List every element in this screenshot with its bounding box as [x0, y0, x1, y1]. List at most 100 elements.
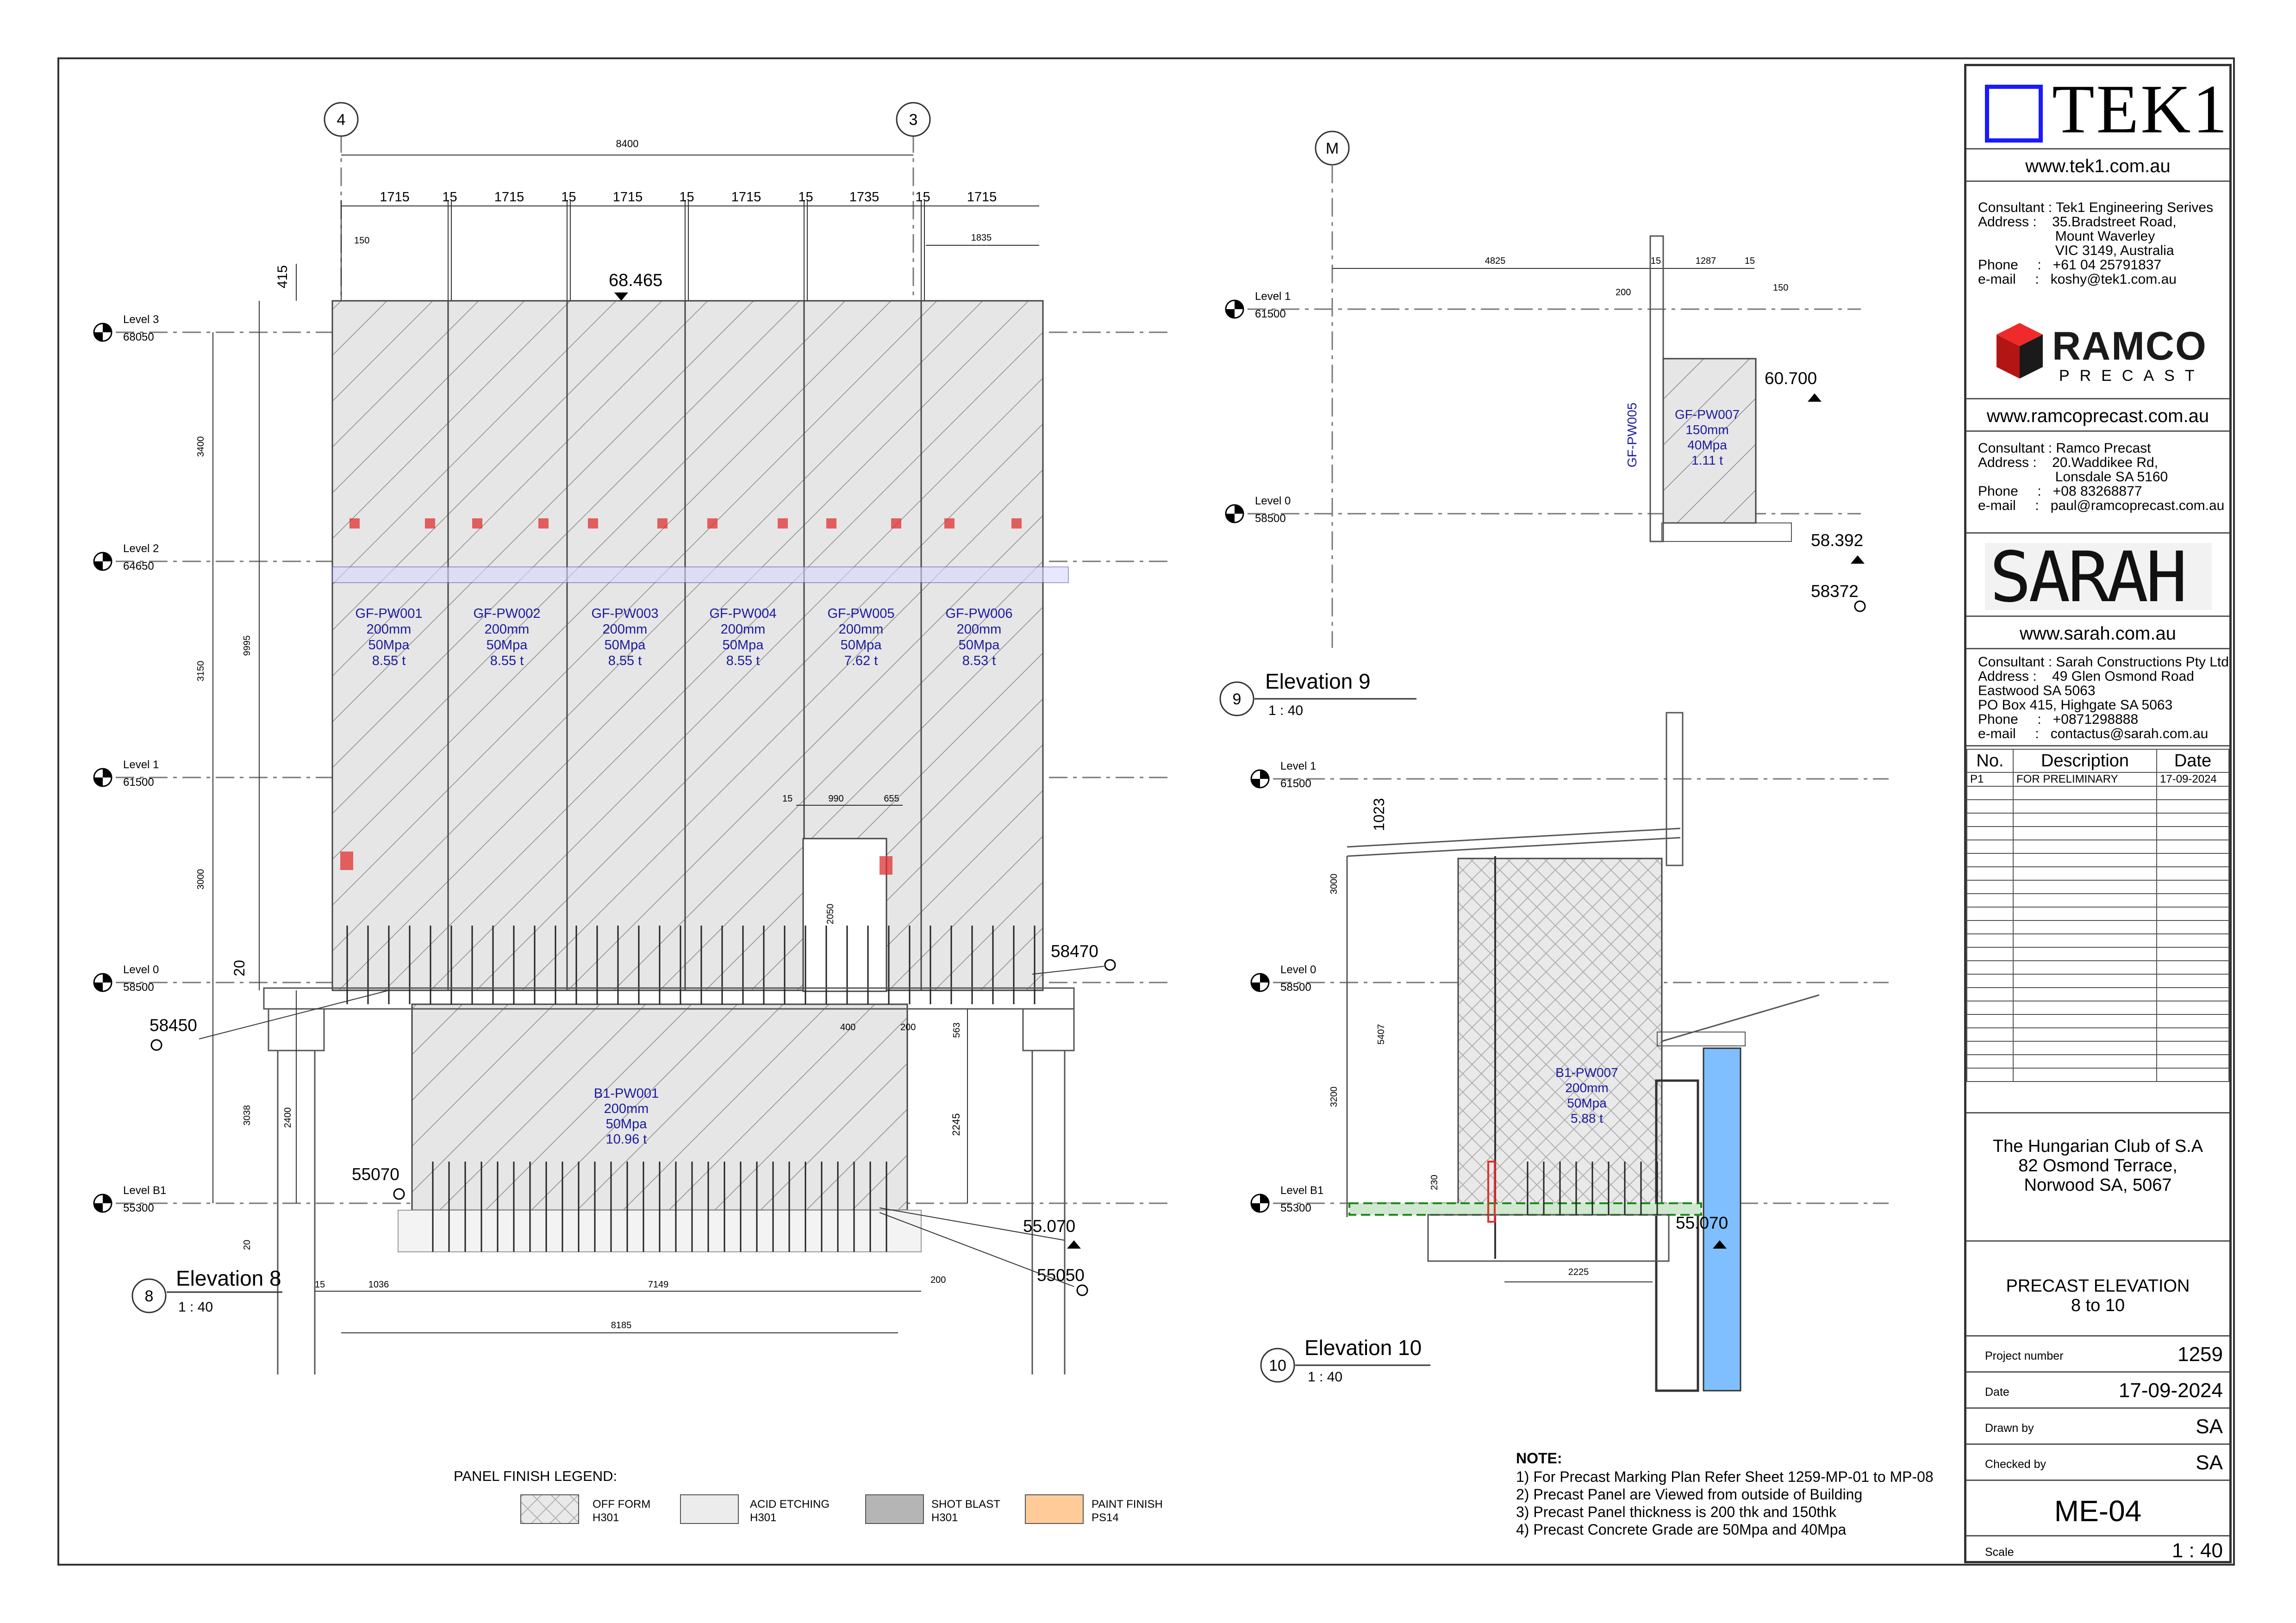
notes: NOTE: 1) For Precast Marking Plan Refer … — [1516, 1450, 1934, 1538]
table-row: P1 FOR PRELIMINARY 17-09-2024 — [1966, 772, 2229, 787]
level-rl: 61500 — [123, 776, 154, 789]
bdim-15: 15 — [315, 1280, 325, 1290]
dim-1835: 1835 — [971, 233, 992, 243]
level-rl: 58500 — [1255, 512, 1286, 525]
tek1-line-0: Consultant : Tek1 Engineering Serives — [1978, 200, 2214, 215]
dim-panel-width: 15 — [679, 190, 694, 205]
b1-panel-weight: 10.96 t — [606, 1132, 647, 1147]
level-rl: 61500 — [1280, 777, 1311, 790]
project-number-row: Project number 1259 — [1966, 1337, 2229, 1373]
e10-dim-230: 230 — [1429, 1175, 1440, 1190]
grid-label-3: 3 — [909, 111, 918, 129]
legend-swatch-paint-finish — [1025, 1494, 1084, 1524]
e9-dim-4825: 4825 — [1485, 256, 1506, 266]
dim-panel-width: 15 — [442, 190, 457, 205]
panel-label-grade: 50Mpa — [605, 638, 646, 653]
view-bubble-8 — [131, 1278, 167, 1313]
tek1-url: www.tek1.com.au — [2025, 156, 2171, 176]
tek1-line-5: e-mail : koshy@tek1.com.au — [1978, 272, 2177, 287]
drawn-value: SA — [2196, 1415, 2223, 1438]
dim-opening-990: 990 — [828, 794, 843, 804]
project-line-0: The Hungarian Club of S.A — [1992, 1137, 2203, 1156]
project-number-label: Project number — [1985, 1349, 2064, 1362]
tek1-line-1: Address : 35.Bradstreet Road, — [1978, 214, 2177, 230]
level-rl: 58500 — [123, 981, 154, 994]
panel-label-thk: 200mm — [485, 622, 530, 637]
rev-header-no: No. — [1966, 749, 2014, 773]
panel-label-thk: 200mm — [367, 622, 412, 637]
view-number-10: 10 — [1269, 1357, 1286, 1374]
panel-label-id: GF-PW004 — [709, 606, 776, 621]
level-rl: 55300 — [1280, 1202, 1311, 1214]
vdim-2400: 2400 — [283, 1107, 293, 1128]
ramco-line-4: e-mail : paul@ramcoprecast.com.au — [1978, 498, 2225, 513]
tek1-line-4: Phone : +61 04 25791837 — [1978, 257, 2162, 273]
e10-panel-grade: 50Mpa — [1567, 1096, 1607, 1110]
ramco-line-0: Consultant : Ramco Precast — [1978, 441, 2151, 456]
existing-wall — [1703, 1047, 1741, 1392]
panel-label-id: GF-PW003 — [591, 606, 658, 621]
elevation-9-title: Elevation 9 — [1265, 669, 1371, 693]
legend-code-0: H301 — [593, 1511, 619, 1524]
grid-bubble-3 — [896, 102, 931, 137]
note-3: 3) Precast Panel thickness is 200 thk an… — [1516, 1504, 1837, 1520]
title-block: TEK1 www.tek1.com.au Consultant : Tek1 E… — [1964, 64, 2232, 1563]
level-rl: 61500 — [1255, 308, 1286, 320]
drawing-title-0: PRECAST ELEVATION — [2006, 1276, 2190, 1296]
legend-label-3: PAINT FINISH — [1092, 1498, 1163, 1511]
sarah-consultant: Consultant : Sarah Constructions Pty Ltd… — [1966, 649, 2229, 746]
door-opening — [802, 838, 887, 992]
scale-label: Scale — [1985, 1546, 2014, 1559]
e9-side-label: GF-PW005 — [1625, 403, 1639, 467]
dim-opening-15: 15 — [782, 794, 792, 804]
dim-panel-width: 15 — [798, 190, 813, 205]
spot-58470: 58470 — [1051, 942, 1098, 961]
panel-b1-pw007 — [1457, 858, 1663, 1216]
ramco-consultant: Consultant : Ramco Precast Address : 20.… — [1966, 432, 2229, 534]
project-number: 1259 — [2177, 1343, 2223, 1366]
e9-dim-15b: 15 — [1745, 256, 1755, 266]
e10-panel-thk: 200mm — [1565, 1081, 1608, 1095]
revision-table: No. Description Date P1 FOR PRELIMINARY … — [1966, 749, 2229, 1082]
level-name: Level 1 — [123, 759, 159, 771]
dim-150: 150 — [354, 236, 369, 246]
note-1: 1) For Precast Marking Plan Refer Sheet … — [1516, 1468, 1934, 1485]
sarah-line-4: Phone : +0871298888 — [1978, 712, 2139, 727]
checked-row: Checked by SA — [1966, 1445, 2229, 1481]
drawn-label: Drawn by — [1985, 1422, 2034, 1435]
b1-panel-id: B1-PW001 — [594, 1086, 659, 1101]
dim-200: 200 — [900, 1022, 916, 1032]
ramco-logo-text: RAMCO — [2052, 324, 2207, 368]
legend-label-1: ACID ETCHING — [750, 1498, 830, 1511]
elevation-9: M 4825 15 1287 15 200 150 Level 161500Le… — [1219, 131, 1866, 718]
b1-panel-thk: 200mm — [604, 1101, 649, 1116]
tek1-consultant: Consultant : Tek1 Engineering Serives Ad… — [1966, 182, 2229, 369]
legend-title: PANEL FINISH LEGEND: — [454, 1468, 617, 1484]
panel-label-thk: 200mm — [957, 622, 1002, 637]
grid-label-m: M — [1326, 140, 1339, 157]
dim-panel-width: 1715 — [613, 190, 643, 205]
panel-label-grade: 50Mpa — [959, 638, 1000, 653]
sarah-line-0: Consultant : Sarah Constructions Pty Ltd — [1978, 654, 2229, 670]
dim-panel-width: 1715 — [494, 190, 524, 205]
legend-code-1: H301 — [750, 1511, 776, 1524]
vdim-20: 20 — [231, 960, 248, 976]
legend-swatch-acid-etching — [680, 1494, 739, 1524]
sarah-line-5: e-mail : contactus@sarah.com.au — [1978, 726, 2209, 741]
ramco-url-row: www.ramcoprecast.com.au — [1966, 399, 2229, 432]
bdim-200: 200 — [930, 1275, 946, 1285]
date-value: 17-09-2024 — [2118, 1379, 2223, 1402]
panel-label-thk: 200mm — [721, 622, 766, 637]
e10-dim-3200: 3200 — [1329, 1087, 1339, 1107]
e10-dim-5407: 5407 — [1376, 1024, 1386, 1045]
note-4: 4) Precast Concrete Grade are 50Mpa and … — [1516, 1521, 1846, 1538]
date-row: Date 17-09-2024 — [1966, 1373, 2229, 1409]
panel-label-wt: 8.55 t — [372, 653, 406, 668]
rev-header-desc: Description — [2013, 749, 2157, 773]
panel-gf-pw007 — [1662, 358, 1757, 524]
dim-opening-655: 655 — [884, 794, 899, 804]
panel-label-wt: 8.55 t — [490, 653, 524, 668]
panel-label-thk: 200mm — [603, 622, 648, 637]
e9-dim-200: 200 — [1616, 287, 1631, 298]
panel-label-id: GF-PW005 — [827, 606, 894, 621]
